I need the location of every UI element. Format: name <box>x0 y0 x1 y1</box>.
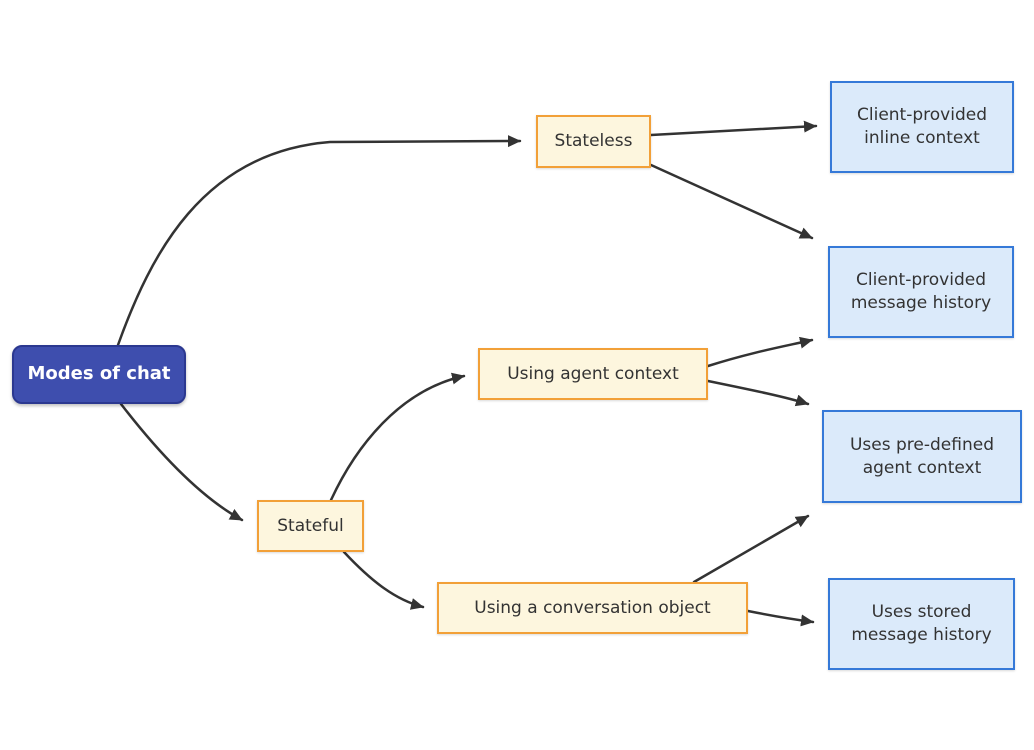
edge-stateful-to-conversation-object <box>342 550 425 610</box>
node-uses-predefined-agent-context: Uses pre-defined agent context <box>822 410 1022 503</box>
node-uses-stored-message-history: Uses stored message history <box>828 578 1015 670</box>
node-using-agent-context: Using agent context <box>478 348 708 400</box>
node-modes-of-chat: Modes of chat <box>12 345 186 404</box>
edge-conversation-object-to-predefined-context <box>692 514 810 584</box>
node-client-provided-inline-context: Client-provided inline context <box>830 81 1014 173</box>
edge-agent-context-to-message-history <box>706 336 814 368</box>
node-using-conversation-object: Using a conversation object <box>437 582 748 634</box>
edge-root-to-stateful <box>119 402 244 522</box>
node-client-provided-message-history: Client-provided message history <box>828 246 1014 338</box>
edge-agent-context-to-predefined-context <box>706 379 810 407</box>
edge-stateless-to-message-history <box>649 163 814 240</box>
edge-stateful-to-agent-context <box>329 372 466 502</box>
edge-conversation-object-to-stored-history <box>746 609 815 627</box>
node-stateless: Stateless <box>536 115 651 168</box>
edge-stateless-to-inline-context <box>649 120 818 137</box>
node-stateful: Stateful <box>257 500 364 552</box>
edge-root-to-stateless <box>116 135 522 347</box>
